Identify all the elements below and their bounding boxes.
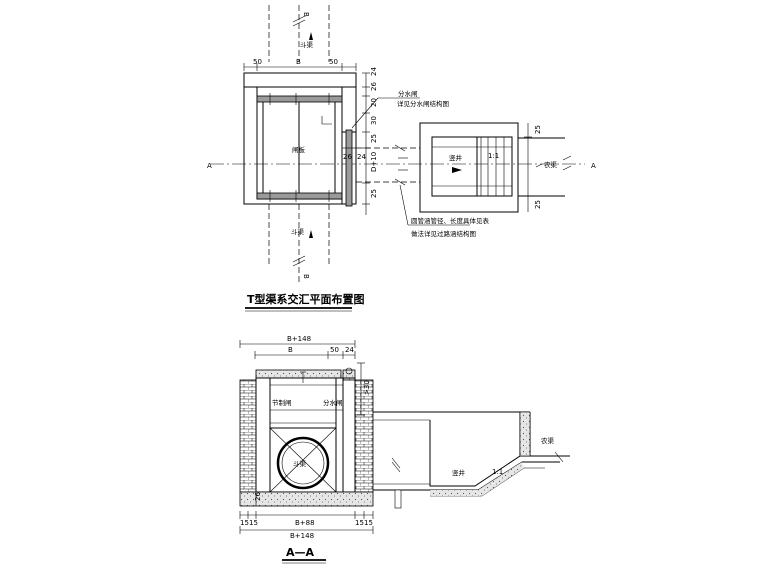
- box-label: 闸板: [292, 145, 306, 154]
- section-farm-channel: 农渠: [541, 436, 555, 445]
- plan-slope: 1:1: [488, 152, 499, 160]
- channel-bottom-label: 斗渠: [291, 227, 305, 236]
- vdim-1: 26: [370, 82, 378, 91]
- dim-b148: B+148: [290, 532, 314, 540]
- farm-channel-label: 农渠: [544, 160, 558, 169]
- section-view: B+148 B 50 24: [239, 335, 570, 564]
- section-pipe: [373, 411, 530, 509]
- section-shaft-label: 竖井: [452, 468, 466, 477]
- dim-50-top: 50: [330, 346, 339, 354]
- pipe-culvert: [356, 144, 420, 186]
- vdim-5: D+10: [370, 152, 378, 172]
- rdim-1: 25: [534, 200, 542, 209]
- right-brick-wall: [354, 379, 374, 493]
- side-dim-30: >30: [363, 380, 371, 395]
- dim-26: 26: [343, 153, 352, 161]
- plan-title: T型渠系交汇平面布置图: [247, 292, 365, 306]
- vdim-3: 30: [370, 116, 378, 125]
- dim-26-base: 26: [254, 492, 262, 501]
- dim-b-top: B: [288, 346, 293, 354]
- plan-view: B 斗渠 50 B 50: [207, 5, 596, 312]
- section-label-bottom: B: [302, 274, 310, 279]
- pipe-note-2: 做法详见过路涵结构图: [411, 229, 476, 238]
- section-mark-left: A: [207, 162, 212, 170]
- shaft-label: 竖井: [449, 153, 463, 162]
- section-title: A—A: [286, 546, 315, 559]
- vdim-4: 25: [370, 134, 378, 143]
- channel-top-label: 斗渠: [300, 40, 314, 49]
- vdim-6: 25: [370, 189, 378, 198]
- gate-label: 分水闸: [398, 89, 418, 98]
- pipe-note: 圆管涵管径、长度具体见表: [411, 216, 490, 225]
- section-line-a: A A: [207, 162, 596, 170]
- section-top-dimensions: B+148 B 50 24: [239, 335, 356, 359]
- gate-hatch: [270, 371, 343, 424]
- dim-b88: B+88: [295, 519, 315, 527]
- dim-24: 24: [357, 153, 366, 161]
- dim-15-d: 15: [364, 519, 373, 527]
- section-slope: 1:1: [492, 468, 503, 476]
- top-slab: [255, 369, 342, 379]
- plan-top-dimensions: 50 B 50: [243, 58, 357, 71]
- section-bottom-dimensions: 15 15 15 15 B+88 B+148: [239, 511, 374, 540]
- section-line-top: B: [292, 5, 310, 62]
- dim-15-b: 15: [249, 519, 258, 527]
- left-brick-wall: [239, 379, 257, 493]
- dim-total-top: B+148: [287, 335, 311, 343]
- dim-mid: B: [296, 58, 301, 66]
- base-slab: [239, 491, 374, 507]
- plan-vertical-dimensions: 24 26 20 30 25 D+10 25: [362, 67, 378, 215]
- section-pipe-label: 斗渠: [293, 459, 307, 468]
- dim-left: 50: [253, 58, 262, 66]
- section-label-top: B: [302, 12, 310, 17]
- dim-right: 50: [329, 58, 338, 66]
- gate-note: 详见分水闸结构图: [397, 99, 449, 108]
- dim-24-top: 24: [345, 346, 354, 354]
- dim-15-c: 15: [355, 519, 364, 527]
- section-gate-label-1: 节制闸: [272, 398, 292, 407]
- section-gate-label-2: 分水闸: [323, 398, 343, 407]
- section-mark-right: A: [591, 162, 596, 170]
- shaft-box: 竖井 1:1: [419, 122, 519, 213]
- vdim-0: 24: [370, 67, 378, 76]
- section-shaft: 竖井 1:1 农渠: [429, 411, 570, 497]
- gate-structure: 26 24: [341, 129, 366, 207]
- junction-box: [243, 72, 357, 205]
- dim-15-a: 15: [240, 519, 249, 527]
- rdim-0: 25: [534, 125, 542, 134]
